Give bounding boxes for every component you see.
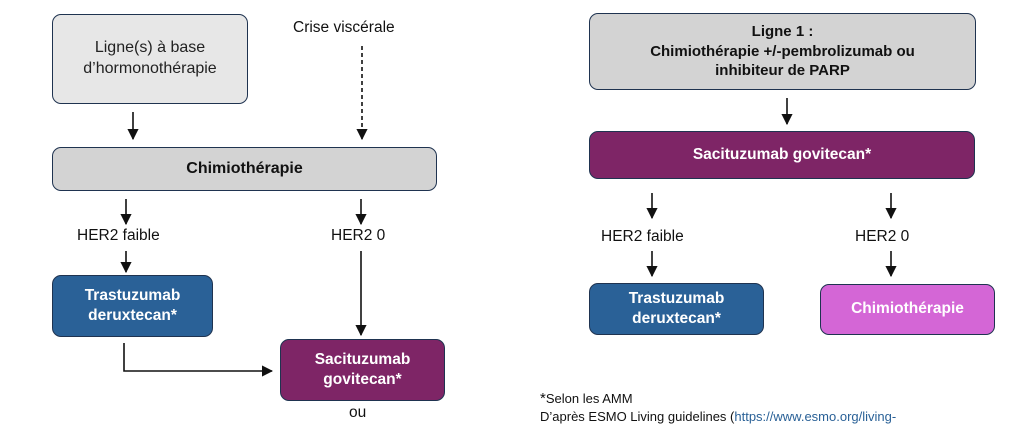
visceral-crisis-label: Crise viscérale [293, 19, 395, 36]
asterisk: * [540, 390, 546, 407]
footnote-amm-text: Selon les AMM [545, 391, 633, 406]
her2-low-label: HER2 faible [77, 227, 160, 244]
or-label: ou [349, 404, 367, 421]
trastuzumab-deruxtecan-box-right: Trastuzumab deruxtecan* [589, 283, 764, 335]
footnote-source: D’après ESMO Living guidelines (https://… [540, 409, 896, 424]
esmo-guidelines-link[interactable]: https://www.esmo.org/living- [734, 409, 897, 424]
her2-zero-label-right: HER2 0 [855, 228, 910, 245]
sacituzumab-govitecan-box: Sacituzumab govitecan* [280, 339, 445, 401]
her2-zero-label: HER2 0 [331, 227, 386, 244]
footnote-amm: *Selon les AMM [540, 390, 633, 407]
chemotherapy-box: Chimiothérapie [52, 147, 437, 191]
footnote-source-text: D’après ESMO Living guidelines ( [540, 409, 735, 424]
first-line-treatment-box: Ligne 1 : Chimiothérapie +/-pembrolizuma… [589, 13, 976, 90]
hormone-therapy-box: Ligne(s) à base d’hormonothérapie [52, 14, 248, 104]
chemotherapy-box-right: Chimiothérapie [820, 284, 995, 335]
her2-low-label-right: HER2 faible [601, 228, 684, 245]
trastuzumab-deruxtecan-box: Trastuzumab deruxtecan* [52, 275, 213, 337]
sacituzumab-govitecan-box-right: Sacituzumab govitecan* [589, 131, 975, 179]
arrow-tdxd-to-sg [123, 343, 274, 377]
